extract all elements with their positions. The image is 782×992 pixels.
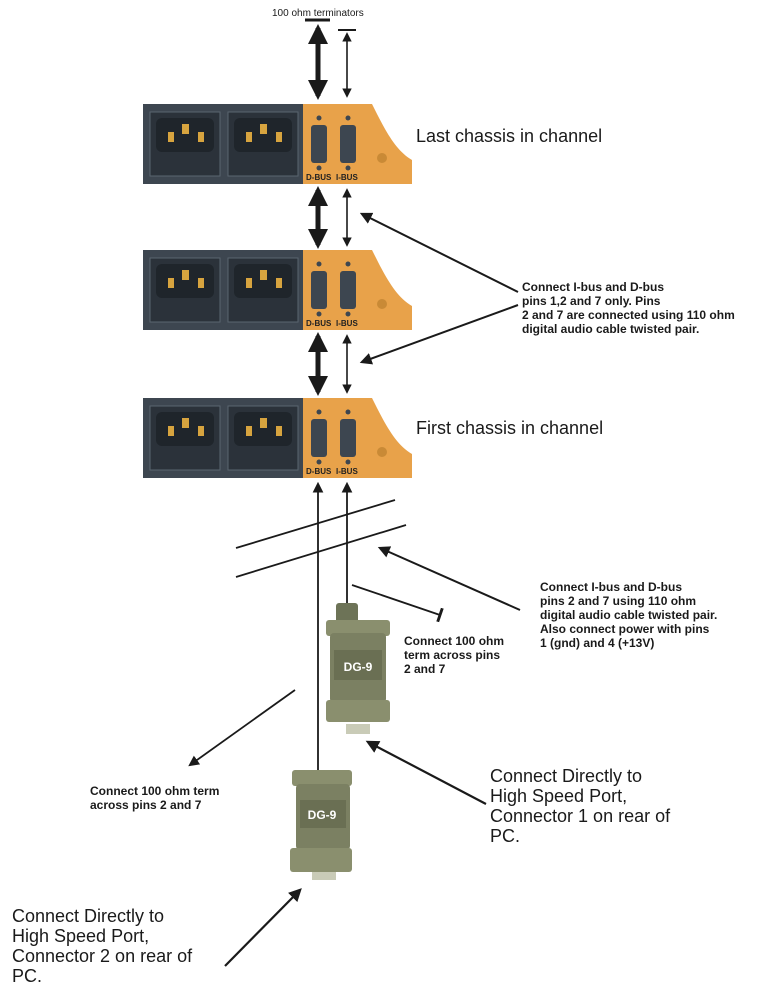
dbus-label: D-BUS xyxy=(306,319,332,328)
note2-pointer-arrow xyxy=(377,546,521,611)
ibus-term-note: Connect 100 ohm term across pins 2 and 7 xyxy=(404,634,505,676)
chassis-middle: D-BUS I-BUS xyxy=(143,250,412,330)
top-terminator-arrows xyxy=(305,18,356,100)
terminators-note: 100 ohm terminators xyxy=(272,8,364,19)
connector2-note: Connect Directly to High Speed Port, Con… xyxy=(12,906,193,986)
note-pointer-arrows xyxy=(359,212,519,365)
adapter-label-lower: DG-9 xyxy=(308,808,337,822)
connector1-note: Connect Directly to High Speed Port, Con… xyxy=(490,766,671,846)
ibus-label: I-BUS xyxy=(336,467,358,476)
last-chassis-label: Last chassis in channel xyxy=(416,126,603,146)
bus-pins-note: Connect I-bus and D-bus pins 1,2 and 7 o… xyxy=(522,280,735,336)
dg9-adapter-lower: DG-9 xyxy=(290,770,352,880)
connector-pointer-arrows xyxy=(224,740,487,967)
ibus-label: I-BUS xyxy=(336,173,358,182)
first-chassis-label: First chassis in channel xyxy=(416,418,604,438)
dbus-label: D-BUS xyxy=(306,467,332,476)
chassis-last: D-BUS I-BUS xyxy=(143,104,412,184)
chassis-first: D-BUS I-BUS xyxy=(143,398,412,478)
dbus-label: D-BUS xyxy=(306,173,332,182)
interchassis-arrows xyxy=(308,186,352,396)
adapter-label-upper: DG-9 xyxy=(344,660,373,674)
ibus-label: I-BUS xyxy=(336,319,358,328)
dbus-term-note: Connect 100 ohm term across pins 2 and 7 xyxy=(90,784,220,812)
power-pins-note: Connect I-bus and D-bus pins 2 and 7 usi… xyxy=(540,580,718,650)
dg9-adapter-upper: DG-9 xyxy=(326,603,390,734)
